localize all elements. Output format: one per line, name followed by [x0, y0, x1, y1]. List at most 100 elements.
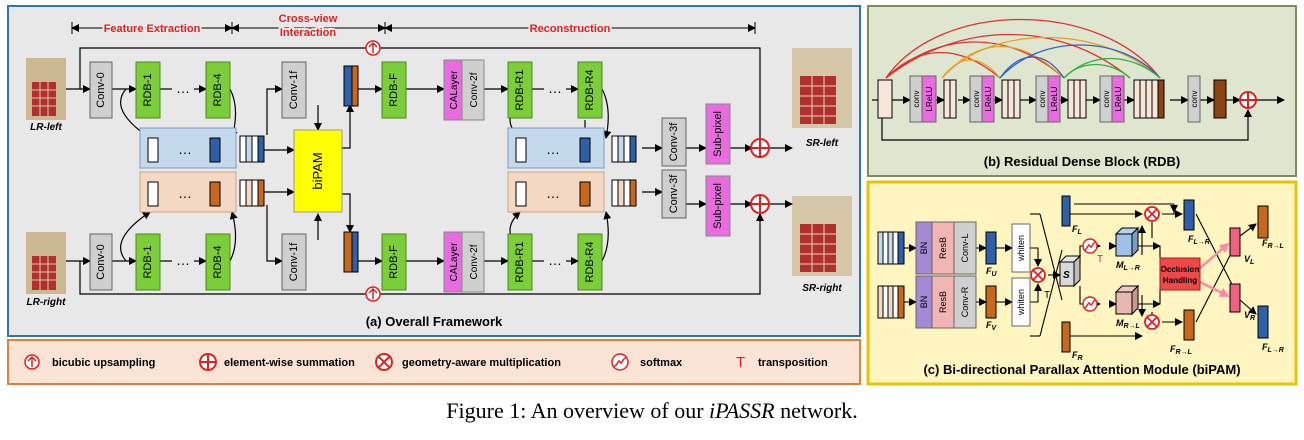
conv1f-bottom-block: [281, 233, 307, 291]
rdb1-bottom-label: RDB-1: [142, 245, 154, 278]
conv0-top-label: Conv-0: [95, 72, 107, 107]
rdb1-top-label: RDB-1: [142, 73, 154, 106]
bipam-label: biPAM: [310, 152, 325, 189]
conv2f-bottom-block: [461, 231, 485, 293]
bipam-input-stacks: [877, 231, 905, 319]
dots-feat-r: …: [178, 185, 192, 201]
rdbf-bottom-block: [381, 233, 407, 291]
rdbr1-top-block: [507, 61, 533, 119]
stage-cross-label-2: Interaction: [280, 27, 337, 39]
rdbf-bottom-label: RDB-F: [388, 245, 400, 279]
f-rl-label: FR→L: [1170, 344, 1192, 356]
rdbr4-bottom-block: [577, 233, 603, 291]
sum-icon: [750, 138, 770, 158]
rdb-conv-label-3: conv: [1038, 91, 1047, 108]
whiten-block-bottom: [1011, 277, 1031, 327]
conv0-bottom-label: Conv-0: [95, 244, 107, 279]
bottom-row-connectors: [66, 188, 793, 295]
out-lr-feature: [1257, 305, 1269, 339]
rdbr1-top-label: RDB-R1: [514, 70, 526, 111]
s-cube: [1058, 254, 1082, 288]
subpixel-top-block: [705, 103, 731, 165]
rdb-lrelu-block-3: [1047, 75, 1061, 123]
rdb-lrelu-block-4: [1111, 75, 1125, 123]
m-lr-cube: [1114, 226, 1140, 258]
vr-feature: [1229, 283, 1241, 313]
conv3f-top-label: Conv-3f: [668, 122, 680, 161]
whiten-label-top: whiten: [1016, 235, 1026, 262]
occlusion-handling-block: [1159, 257, 1201, 291]
lr-right-image: [26, 232, 66, 294]
out-rl-feature: [1257, 205, 1269, 239]
panel-b-title: (b) Residual Dense Block (RDB): [984, 154, 1180, 169]
rdbr1-bottom-block: [507, 233, 533, 291]
whiten-block-top: [1011, 223, 1031, 273]
conv2f-bottom-label: Conv-2f: [469, 244, 480, 279]
convl-block: [953, 221, 977, 275]
f-lr-label: FL→R: [1188, 234, 1210, 246]
conv3f-bottom-block: [661, 169, 687, 219]
fv-feature: [985, 285, 997, 319]
subpixel-top-label: Sub-pixel: [712, 111, 724, 157]
bicubic-upsample-icon: [365, 40, 381, 56]
sum-icon: [1239, 91, 1257, 109]
softmax-icon: [1082, 238, 1098, 254]
rdb-lrelu-label-4: LReLU: [1114, 86, 1123, 111]
whiten-label-bottom: whiten: [1016, 289, 1026, 316]
transpose-icon-red: T: [1097, 254, 1103, 265]
geo-multiply-legend-icon: [375, 353, 393, 371]
legend-softmax: softmax: [640, 357, 683, 369]
caption-network-name: iPASSR: [709, 398, 775, 423]
dots-recon-r: …: [546, 185, 560, 201]
rdb-connectors: [872, 96, 1285, 141]
transpose-icon-small: T: [1044, 290, 1050, 301]
f-rl-feature: [1183, 309, 1195, 341]
panel-c-title: (c) Bi-directional Parallax Attention Mo…: [923, 362, 1240, 377]
s-label: S: [1063, 270, 1070, 281]
m-rl-label: MR→L: [1116, 318, 1140, 330]
rdb-conv-block-final: [1187, 75, 1201, 123]
feature-map-icons: [147, 137, 591, 207]
rdb-conv-label-2: conv: [972, 91, 981, 108]
calayer-top-label: CALayer: [449, 70, 460, 110]
dots-feat-l: …: [178, 141, 192, 157]
panel-bipam: BN ResB Conv-L BN ResB Conv-R FU FV whit…: [866, 180, 1298, 386]
rdb-lrelu-label-3: LReLU: [1050, 86, 1059, 111]
legend-bicubic: bicubic upsampling: [52, 357, 155, 369]
bipam-block: [293, 129, 343, 213]
lr-right-label: LR-right: [27, 297, 67, 308]
rdb-feature-maps: [877, 79, 1227, 119]
occlusion-arrows: [1199, 242, 1230, 298]
dots-rdbr-bottom: …: [548, 252, 562, 268]
subpixel-bottom-label: Sub-pixel: [712, 183, 724, 229]
top-row-connectors: [66, 47, 793, 154]
rdbr4-top-block: [577, 61, 603, 119]
m-rl-cube: [1114, 284, 1140, 316]
legend-transpose: transposition: [758, 357, 828, 369]
vl-label: VL: [1244, 254, 1254, 266]
dots-rdb-bottom: …: [176, 252, 190, 268]
rdb-conv-label-final: conv: [1190, 91, 1199, 108]
rdb-lrelu-label-2: LReLU: [984, 86, 993, 111]
bn-label-top: BN: [919, 242, 929, 255]
sum-icon: [750, 194, 770, 214]
rdb-lrelu-label-1: LReLU: [925, 86, 934, 111]
panel-a-title: (a) Overall Framework: [366, 314, 503, 329]
conv0-top-block: [89, 61, 113, 119]
figure-caption: Figure 1: An overview of our iPASSR netw…: [0, 398, 1304, 424]
fu-feature: [985, 231, 997, 265]
bicubic-legend-icon: [24, 354, 40, 370]
conv1f-top-block: [281, 61, 307, 119]
out-rl-label: FR→L: [1262, 238, 1284, 250]
stage-cross-label-1: Cross-view: [279, 13, 338, 25]
fr-feature: [1061, 321, 1071, 353]
dense-connections: [885, 19, 1161, 79]
rdbr4-top-label: RDB-R4: [584, 70, 596, 111]
legend: bicubic upsampling element-wise summatio…: [7, 339, 861, 385]
stacked-features: [239, 65, 637, 273]
stage-feature-label: Feature Extraction: [104, 23, 201, 35]
legend-sum: element-wise summation: [224, 357, 355, 369]
rdb1-bottom-block: [135, 233, 161, 291]
panel-overall-framework: Feature Extraction Cross-view Interactio…: [7, 5, 861, 337]
